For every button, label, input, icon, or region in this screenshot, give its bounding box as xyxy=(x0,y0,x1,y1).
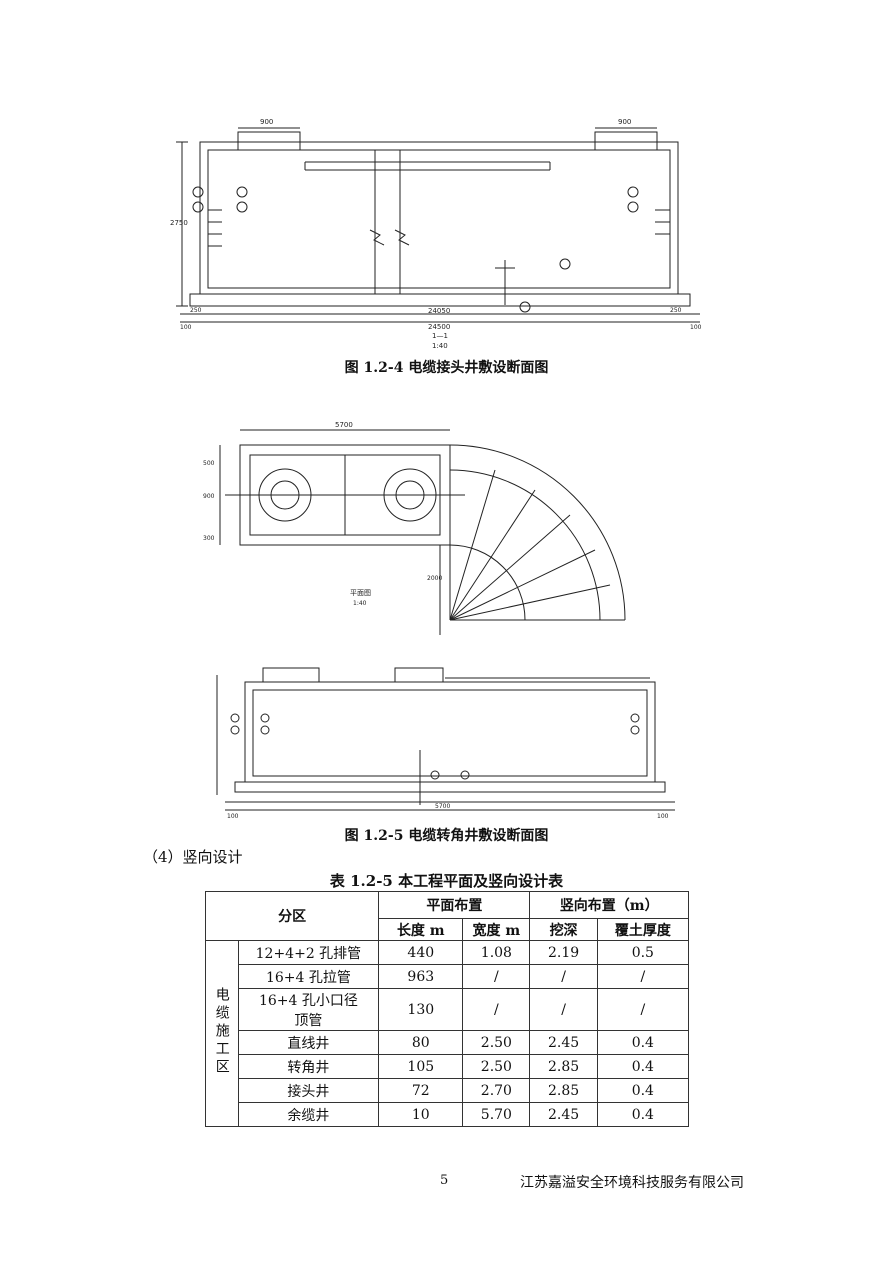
dim-bottom-total: 24500 xyxy=(428,323,450,331)
row-width: 1.08 xyxy=(462,940,531,965)
design-table: 分区 平面布置 竖向布置（m） 长度 m 宽度 m 挖深 覆土厚度 电缆施工区 … xyxy=(204,891,690,1127)
header-length: 长度 m xyxy=(378,918,464,941)
fig5-plan-label: 平面图 xyxy=(350,589,371,597)
fig5-dim-bottom-total: 5700 xyxy=(435,803,450,810)
row-width: / xyxy=(462,964,531,989)
fig5-dim-left-b: 900 xyxy=(203,493,215,500)
row-width: 2.50 xyxy=(462,1030,531,1055)
row-cover: 0.5 xyxy=(596,940,690,965)
figure-5-caption: 图 1.2-5 电缆转角井敷设断面图 xyxy=(344,828,549,844)
header-width: 宽度 m xyxy=(462,918,531,941)
row-width: 2.50 xyxy=(462,1054,531,1079)
figure-4-caption: 图 1.2-4 电缆接头井敷设断面图 xyxy=(344,360,549,376)
row-length: 105 xyxy=(378,1054,464,1079)
table-row: 16+4 孔小口径顶管 130 / / / xyxy=(206,988,690,1031)
table-row: 余缆井 10 5.70 2.45 0.4 xyxy=(206,1102,690,1127)
row-name: 转角井 xyxy=(237,1054,380,1079)
row-depth: 2.45 xyxy=(529,1030,598,1055)
table-title: 表 1.2-5 本工程平面及竖向设计表 xyxy=(329,872,564,890)
row-depth: 2.19 xyxy=(529,940,598,965)
header-zone: 分区 xyxy=(204,891,380,941)
fig5-dim-radius: 2000 xyxy=(427,575,442,582)
dim-edge-b: 250 xyxy=(670,307,682,314)
dim-edge-a: 250 xyxy=(190,307,202,314)
table-row: 转角井 105 2.50 2.85 0.4 xyxy=(206,1054,690,1079)
row-name: 余缆井 xyxy=(237,1102,380,1127)
row-length: 10 xyxy=(378,1102,464,1127)
row-name: 16+4 孔小口径顶管 xyxy=(237,988,380,1031)
header-cover: 覆土厚度 xyxy=(596,918,690,941)
page-number: 5 xyxy=(440,1173,449,1188)
header-depth: 挖深 xyxy=(529,918,598,941)
table-row: 16+4 孔拉管 963 / / / xyxy=(206,964,690,989)
row-name: 接头井 xyxy=(237,1078,380,1103)
fig5-dim-top-total: 5700 xyxy=(335,421,353,429)
row-cover: / xyxy=(596,988,690,1031)
table-row: 电缆施工区 12+4+2 孔排管 440 1.08 2.19 0.5 xyxy=(205,940,690,1127)
dim-bottom-main: 24050 xyxy=(428,307,450,315)
row-length: 130 xyxy=(378,988,464,1031)
dim-edge-r: 100 xyxy=(690,324,702,331)
scale-bottom: 1:40 xyxy=(432,342,448,350)
fig5-dim-bottom-r: 100 xyxy=(657,813,669,820)
row-length: 80 xyxy=(378,1030,464,1055)
fig5-dim-left-c: 300 xyxy=(203,535,215,542)
row-length: 963 xyxy=(378,964,464,989)
dim-top-right: 900 xyxy=(618,118,631,126)
row-width: 5.70 xyxy=(462,1102,531,1127)
row-length: 440 xyxy=(378,940,464,965)
header-plane: 平面布置 xyxy=(378,891,531,919)
dim-top-left: 900 xyxy=(260,118,273,126)
row-cover: 0.4 xyxy=(596,1102,690,1127)
row-width: / xyxy=(462,988,531,1031)
figure-cable-joint-well: 900 900 24050 24500 2750 250 250 100 100… xyxy=(170,118,702,350)
row-cover: 0.4 xyxy=(596,1030,690,1055)
scale-top: 1—1 xyxy=(432,332,448,340)
row-name: 直线井 xyxy=(237,1030,380,1055)
row-depth: / xyxy=(529,988,598,1031)
group-label: 电缆施工区 xyxy=(205,940,239,1127)
row-depth: / xyxy=(529,964,598,989)
row-cover: / xyxy=(596,964,690,989)
row-cover: 0.4 xyxy=(596,1078,690,1103)
row-length: 72 xyxy=(378,1078,464,1103)
dim-edge-l: 100 xyxy=(180,324,192,331)
table-row: 直线井 80 2.50 2.45 0.4 xyxy=(206,1030,690,1055)
fig5-dim-left-a: 500 xyxy=(203,460,215,467)
fig5-plan-scale: 1:40 xyxy=(353,600,367,607)
section-heading: （4）竖向设计 xyxy=(143,848,243,866)
row-depth: 2.85 xyxy=(529,1078,598,1103)
company-name: 江苏嘉溢安全环境科技服务有限公司 xyxy=(520,1175,744,1191)
figure-cable-corner-well: 5700 500 900 300 2000 平面图 1:40 5700 100 … xyxy=(203,421,675,820)
row-cover: 0.4 xyxy=(596,1054,690,1079)
table-row: 接头井 72 2.70 2.85 0.4 xyxy=(206,1078,690,1103)
row-width: 2.70 xyxy=(462,1078,531,1103)
dim-left-side: 2750 xyxy=(170,219,188,227)
header-vertical: 竖向布置（m） xyxy=(529,891,689,919)
row-depth: 2.85 xyxy=(529,1054,598,1079)
fig5-dim-bottom-l: 100 xyxy=(227,813,239,820)
row-name: 16+4 孔拉管 xyxy=(237,964,380,989)
row-name: 12+4+2 孔排管 xyxy=(237,940,380,965)
row-depth: 2.45 xyxy=(529,1102,598,1127)
